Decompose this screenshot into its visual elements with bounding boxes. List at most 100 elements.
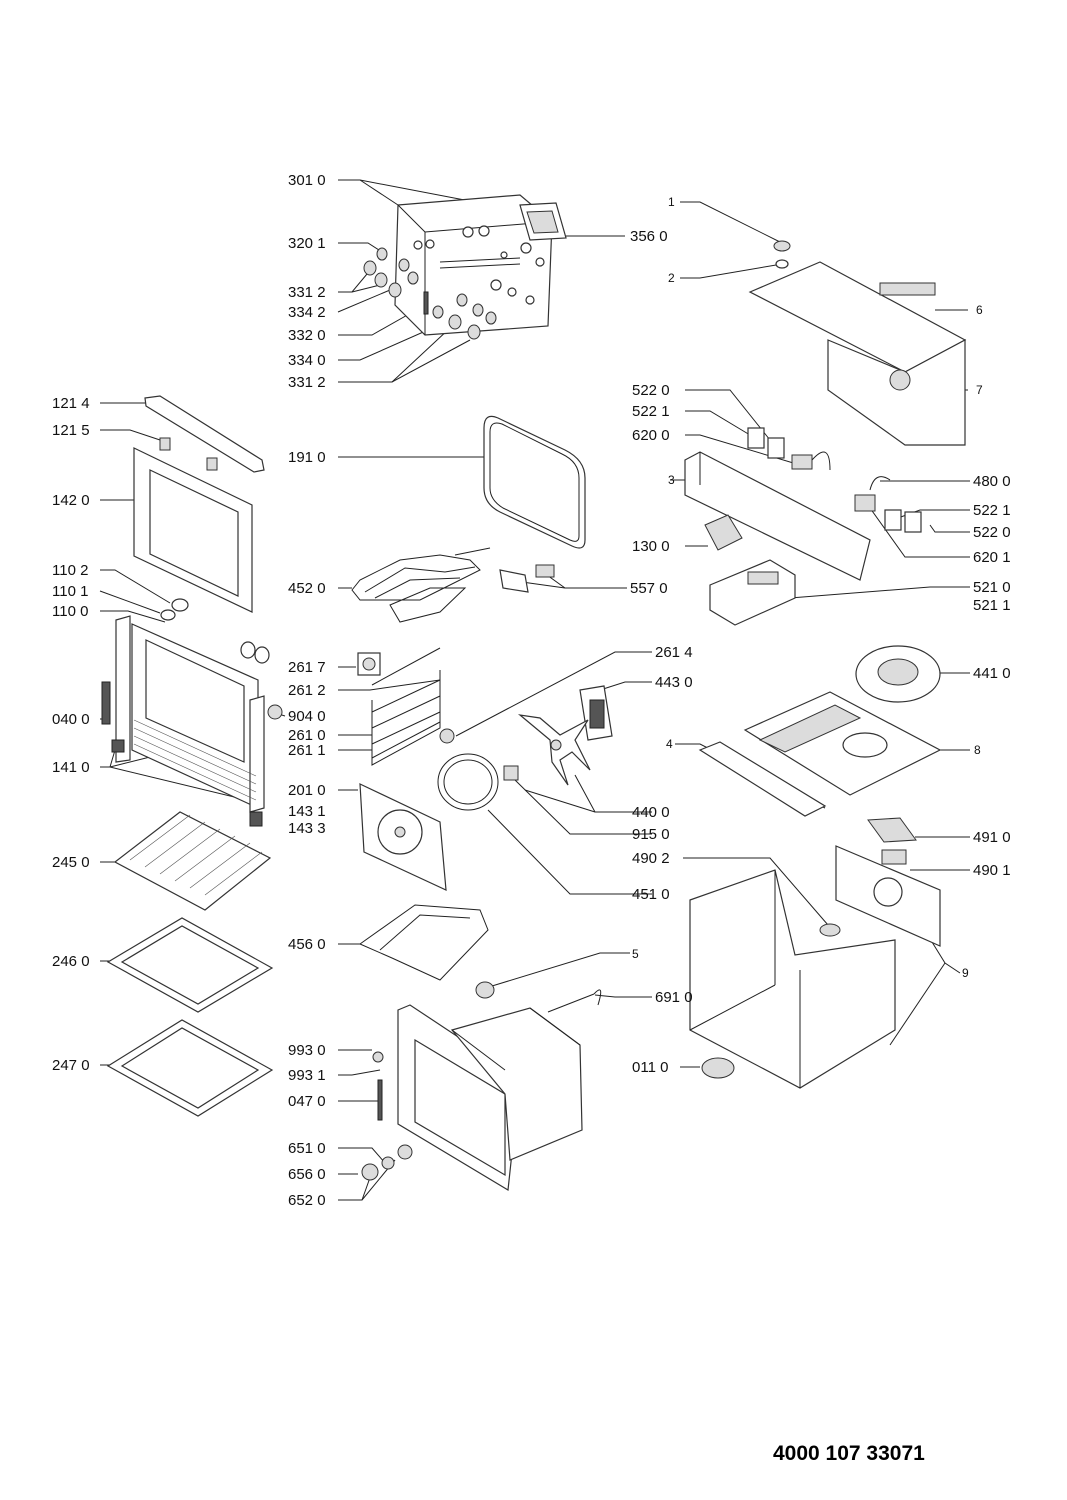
callout-915-0: 915 0 (632, 826, 670, 843)
callout-130-0: 130 0 (632, 538, 670, 555)
callout-2: 2 (668, 271, 675, 285)
callout-441-0: 441 0 (973, 665, 1011, 682)
circular-element-part (437, 753, 499, 811)
door-lock-part (704, 514, 743, 551)
callout-110-2: 110 2 (52, 562, 88, 579)
callout-9: 9 (962, 966, 969, 980)
callout-993-0: 993 0 (288, 1042, 326, 1059)
callout-261-2: 261 2 (288, 682, 326, 699)
callout-490-1: 490 1 (973, 862, 1011, 879)
callout-142-0: 142 0 (52, 492, 90, 509)
callout-143-1: 143 1 (288, 803, 326, 820)
callout-040-0: 040 0 (52, 711, 90, 728)
callout-334-0: 334 0 (288, 352, 326, 369)
callout-451-0: 451 0 (632, 886, 670, 903)
callout-491-0: 491 0 (973, 829, 1011, 846)
door-handle-part (144, 395, 265, 473)
callout-521-0: 521 0 (973, 579, 1011, 596)
top-grommet-part (773, 240, 791, 269)
display-module-part (519, 202, 567, 241)
callout-011-0: 011 0 (632, 1059, 668, 1076)
callout-691-0: 691 0 (655, 989, 693, 1006)
callout-521-1: 521 1 (973, 597, 1011, 614)
callout-261-1: 261 1 (288, 742, 326, 759)
callout-480-0: 480 0 (973, 473, 1011, 490)
baking-tray-part (106, 917, 274, 1013)
base-plate-part (743, 691, 942, 796)
fixing-parts (267, 652, 381, 720)
glass-spacers-part (160, 598, 270, 664)
callout-522-0-top: 522 0 (632, 382, 670, 399)
cooling-fan-part (855, 645, 941, 703)
terminal-block-part (867, 817, 917, 843)
callout-121-5: 121 5 (52, 422, 90, 439)
leader-lines (99, 179, 970, 1201)
callout-522-0-bottom: 522 0 (973, 524, 1011, 541)
thermostat-sensor-part (547, 989, 602, 1013)
control-knobs-part (363, 247, 497, 340)
outer-casing-part (689, 869, 896, 1089)
callout-1: 1 (668, 195, 675, 209)
callout-3: 3 (668, 473, 675, 487)
callout-456-0: 456 0 (288, 936, 326, 953)
fan-motor-part (579, 685, 613, 741)
callout-332-0: 332 0 (288, 327, 326, 344)
fan-blade-part (517, 714, 591, 786)
callout-246-0: 246 0 (52, 953, 90, 970)
switches-part (747, 427, 922, 533)
top-frame-part (748, 261, 967, 446)
callout-522-1-bottom: 522 1 (973, 502, 1011, 519)
rear-panel-part (835, 845, 941, 947)
door-gasket-part (483, 415, 586, 549)
callout-652-0: 652 0 (288, 1192, 326, 1209)
callout-452-0: 452 0 (288, 580, 326, 597)
oven-cavity-part (397, 1004, 583, 1191)
callout-331-2-top: 331 2 (288, 284, 326, 301)
control-panel-part (394, 194, 553, 336)
deep-tray-part (106, 1019, 274, 1117)
callout-143-3: 143 3 (288, 820, 326, 837)
callout-440-0: 440 0 (632, 804, 670, 821)
callout-201-0: 201 0 (288, 782, 326, 799)
callout-6: 6 (976, 303, 983, 317)
callout-261-0: 261 0 (288, 727, 326, 744)
callout-320-1: 320 1 (288, 235, 326, 252)
electronics-bracket-part (684, 451, 871, 581)
callout-522-1-top: 522 1 (632, 403, 670, 420)
cavity-small-parts (351, 1051, 413, 1181)
callout-261-7: 261 7 (288, 659, 326, 676)
wire-shelf-part (113, 811, 272, 911)
callout-651-0: 651 0 (288, 1140, 326, 1157)
callout-557-0: 557 0 (630, 580, 668, 597)
callout-261-4: 261 4 (655, 644, 693, 661)
callout-141-0: 141 0 (52, 759, 90, 776)
fan-cover-part (359, 783, 447, 891)
callout-356-0: 356 0 (630, 228, 668, 245)
callout-8: 8 (974, 743, 981, 757)
callout-620-0: 620 0 (632, 427, 670, 444)
grill-element-part (351, 547, 491, 623)
fan-nut-part (503, 765, 519, 781)
callout-labels: 301 0 356 0 320 1 331 2 334 2 332 0 334 … (52, 172, 1011, 1209)
callout-047-0: 047 0 (288, 1093, 326, 1110)
callout-245-0: 245 0 (52, 854, 90, 871)
callout-247-0: 247 0 (52, 1057, 90, 1074)
door-outer-glass-part (133, 447, 253, 613)
callout-191-0: 191 0 (288, 449, 326, 466)
callout-121-4: 121 4 (52, 395, 90, 412)
meat-probe-part (475, 981, 495, 999)
callout-4: 4 (666, 737, 673, 751)
callout-110-0: 110 0 (52, 603, 88, 620)
callout-904-0: 904 0 (288, 708, 326, 725)
callout-656-0: 656 0 (288, 1166, 326, 1183)
callout-443-0: 443 0 (655, 674, 693, 691)
bottom-element-part (358, 904, 489, 981)
door-inner-frame-part (101, 615, 265, 827)
foot-part (701, 1057, 735, 1079)
front-strip-part (698, 741, 827, 817)
element-bracket-part (499, 564, 555, 593)
callout-7: 7 (976, 383, 983, 397)
callout-993-1: 993 1 (288, 1067, 326, 1084)
callout-490-2: 490 2 (632, 850, 670, 867)
